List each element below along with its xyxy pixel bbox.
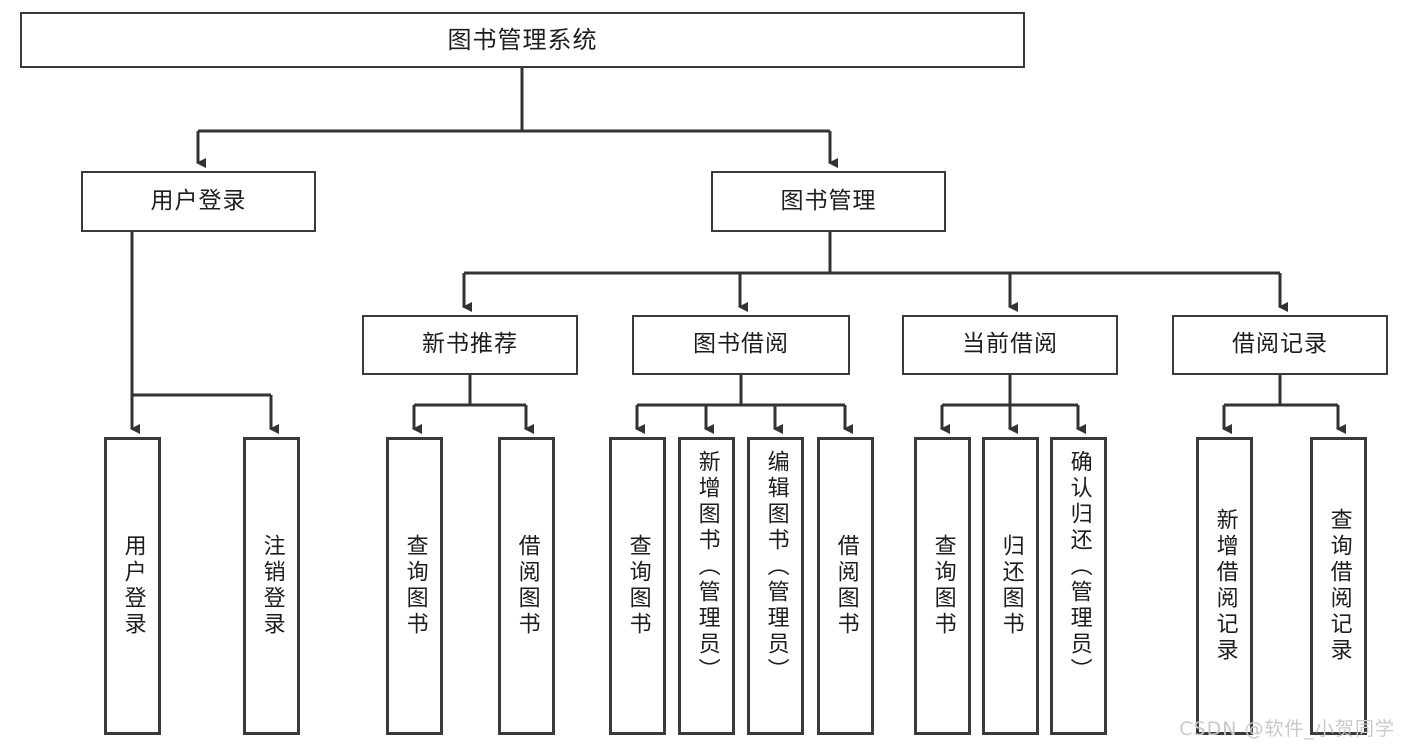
node-label: 查询图书 — [625, 534, 651, 638]
node-user-login[interactable]: 用户登录 — [81, 171, 316, 232]
node-borrow-record[interactable]: 借阅记录 — [1172, 315, 1388, 375]
leaf-query-book-borrow[interactable]: 查询图书 — [609, 437, 666, 735]
node-label: 用户登录 — [120, 534, 146, 638]
node-book-management[interactable]: 图书管理 — [711, 171, 946, 232]
node-label: 借阅图书 — [833, 534, 859, 638]
node-label: 新增借阅记录 — [1212, 508, 1238, 664]
node-label: 查询图书 — [930, 534, 956, 638]
node-label: 用户登录 — [150, 187, 247, 214]
leaf-borrow-book-recommend[interactable]: 借阅图书 — [498, 437, 555, 735]
node-label: 新书推荐 — [422, 331, 518, 358]
leaf-add-borrow-record[interactable]: 新增借阅记录 — [1196, 437, 1253, 735]
leaf-add-book-admin[interactable]: 新增图书（管理员） — [678, 437, 735, 735]
leaf-query-book-current[interactable]: 查询图书 — [914, 437, 971, 735]
node-label: 确认归还（管理员） — [1066, 450, 1092, 684]
node-label: 归还图书 — [998, 534, 1024, 638]
leaf-return-book[interactable]: 归还图书 — [982, 437, 1039, 735]
node-label: 注销登录 — [259, 534, 285, 638]
leaf-query-book-recommend[interactable]: 查询图书 — [386, 437, 443, 735]
node-new-book-recommend[interactable]: 新书推荐 — [362, 315, 578, 375]
node-label: 借阅图书 — [514, 534, 540, 638]
node-label: 当前借阅 — [962, 331, 1058, 358]
node-label: 查询图书 — [402, 534, 428, 638]
node-label: 图书借阅 — [693, 331, 789, 358]
leaf-query-borrow-record[interactable]: 查询借阅记录 — [1310, 437, 1367, 735]
node-label: 借阅记录 — [1232, 331, 1328, 358]
leaf-confirm-return-admin[interactable]: 确认归还（管理员） — [1050, 437, 1107, 735]
leaf-borrow-book[interactable]: 借阅图书 — [817, 437, 874, 735]
watermark-text: CSDN @软件_小贺同学 — [1179, 718, 1395, 740]
node-label: 图书管理系统 — [447, 25, 598, 54]
node-label: 编辑图书（管理员） — [763, 450, 789, 684]
node-label: 查询借阅记录 — [1326, 508, 1352, 664]
node-label: 图书管理 — [780, 187, 877, 214]
leaf-edit-book-admin[interactable]: 编辑图书（管理员） — [747, 437, 804, 735]
leaf-logout[interactable]: 注销登录 — [243, 437, 300, 735]
leaf-user-login[interactable]: 用户登录 — [104, 437, 161, 735]
node-label: 新增图书（管理员） — [694, 450, 720, 684]
node-current-borrow[interactable]: 当前借阅 — [902, 315, 1118, 375]
node-book-borrow[interactable]: 图书借阅 — [632, 315, 850, 375]
node-root-system[interactable]: 图书管理系统 — [20, 12, 1025, 68]
